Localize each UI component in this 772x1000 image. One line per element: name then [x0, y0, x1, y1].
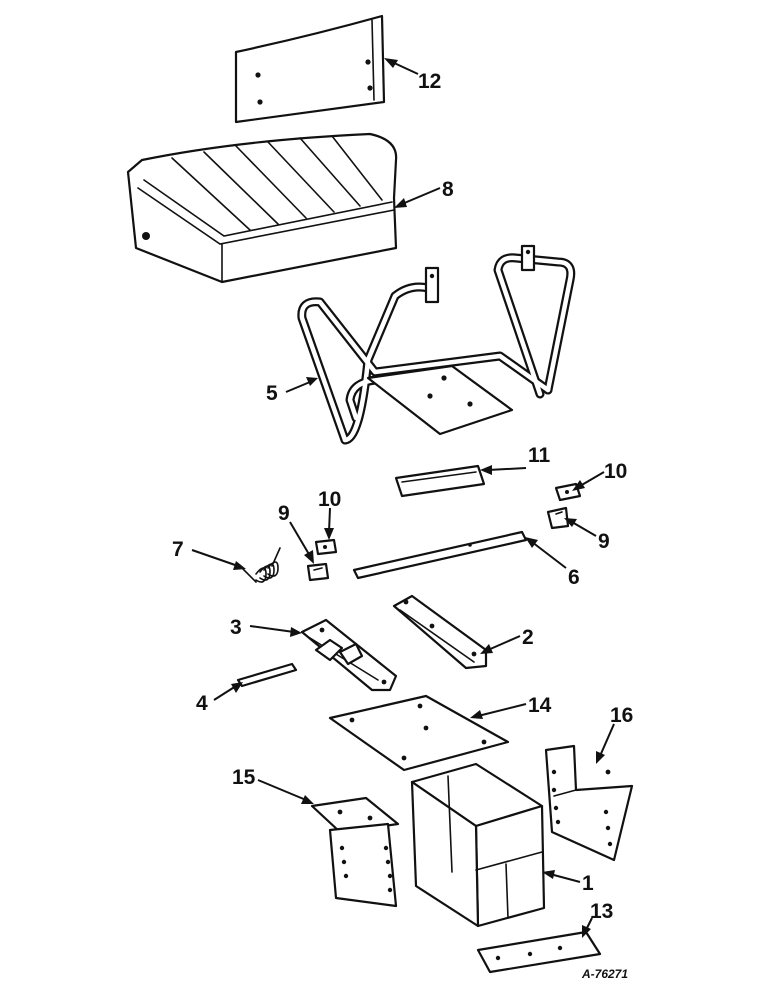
part-9-clip-left	[306, 562, 330, 582]
callout-9-right: 9	[598, 530, 610, 553]
callout-3: 3	[230, 616, 242, 639]
part-11-channel-bar	[394, 464, 486, 498]
callout-10-right: 10	[604, 460, 627, 483]
part-2-slide-rail	[392, 594, 488, 670]
part-6-rod	[352, 530, 528, 580]
callout-11: 11	[528, 444, 551, 467]
callout-14: 14	[528, 694, 552, 717]
part-3-slide-rail	[300, 618, 398, 692]
callout-9-left: 9	[278, 502, 290, 525]
callout-2: 2	[522, 626, 534, 649]
leader-lines	[191, 58, 615, 938]
part-14-top-plate	[328, 694, 510, 772]
callout-8: 8	[442, 178, 454, 201]
drawing-reference-number: A-76271	[581, 967, 628, 981]
callout-6: 6	[568, 566, 580, 589]
part-10-plate-left	[314, 538, 338, 556]
callout-4: 4	[196, 692, 208, 715]
part-8-seat-cushion	[126, 132, 398, 284]
callout-15: 15	[232, 766, 256, 789]
part-7-spring	[241, 547, 281, 583]
callout-1: 1	[582, 872, 594, 895]
callout-7: 7	[172, 538, 184, 561]
part-12-backrest	[234, 14, 386, 124]
part-13-bottom-strip	[476, 930, 602, 974]
callout-16: 16	[610, 704, 633, 727]
callout-13: 13	[590, 900, 613, 923]
part-5-seat-frame	[297, 244, 576, 445]
callout-12: 12	[418, 70, 441, 93]
part-10-plate-right	[554, 482, 582, 502]
callout-10-left: 10	[318, 488, 341, 511]
part-15-left-bracket	[310, 796, 400, 908]
part-4-handle	[236, 662, 298, 688]
part-9-clip-right	[546, 506, 570, 530]
part-1-box	[410, 762, 546, 928]
callout-5: 5	[266, 382, 278, 405]
part-16-right-bracket	[544, 744, 634, 862]
